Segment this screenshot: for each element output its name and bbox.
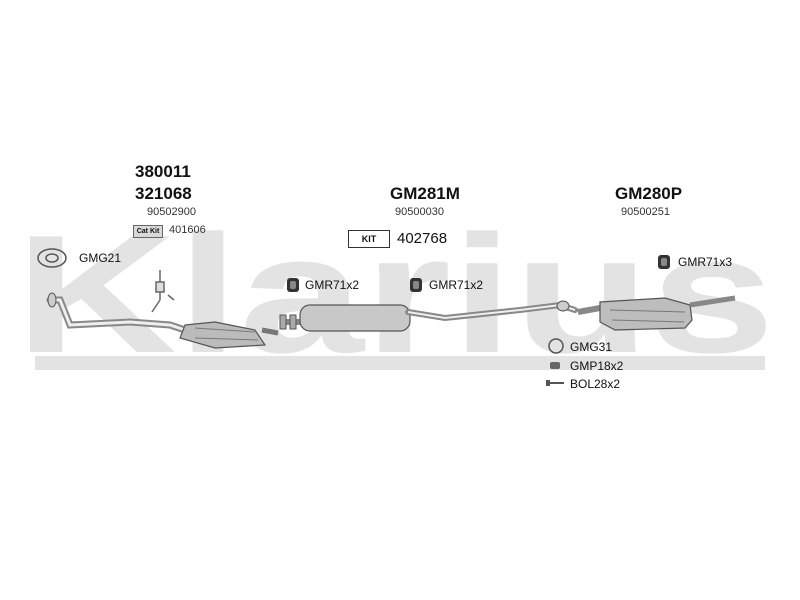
kit-badge: KIT [348, 230, 390, 248]
gasket-rear-label: GMG31 [570, 340, 613, 354]
bolt-icon [546, 380, 564, 386]
watermark-underline [35, 356, 765, 370]
gasket-rear-icon [548, 338, 564, 354]
rear-silencer-drawing [577, 295, 736, 331]
kit-number: 402768 [397, 230, 448, 247]
pipe-clamp-icon [279, 314, 297, 330]
hanger-icon-1 [287, 278, 299, 292]
hanger-icon-2 [410, 278, 422, 292]
gasket-front-label: GMG21 [79, 251, 122, 265]
hanger-2-label: GMR71x2 [429, 278, 484, 292]
front-oe-number: 90502900 [147, 206, 196, 218]
rear-oe-number: 90500251 [621, 206, 670, 218]
front-part-a: 380011 [135, 162, 191, 181]
hanger-rear-label: GMR71x3 [678, 255, 733, 269]
gasket-front-icon [37, 248, 67, 268]
hanger-icon-rear [658, 255, 670, 269]
catkit-badge: Cat Kit [133, 225, 163, 238]
rear-part: GM280P [615, 184, 683, 203]
clamp-rear-icon [550, 362, 560, 369]
hanger-1-label: GMR71x2 [305, 278, 360, 292]
clamp-rear-label: GMP18x2 [570, 359, 624, 373]
middle-oe-number: 90500030 [395, 206, 444, 218]
middle-section-drawing [285, 300, 578, 332]
front-pipe-drawing [46, 292, 279, 349]
bolt-label: BOL28x2 [570, 377, 621, 391]
oxygen-sensor-icon [151, 270, 175, 313]
catkit-number: 401606 [169, 224, 206, 236]
middle-part: GM281M [390, 184, 460, 203]
front-part-b: 321068 [135, 184, 192, 203]
